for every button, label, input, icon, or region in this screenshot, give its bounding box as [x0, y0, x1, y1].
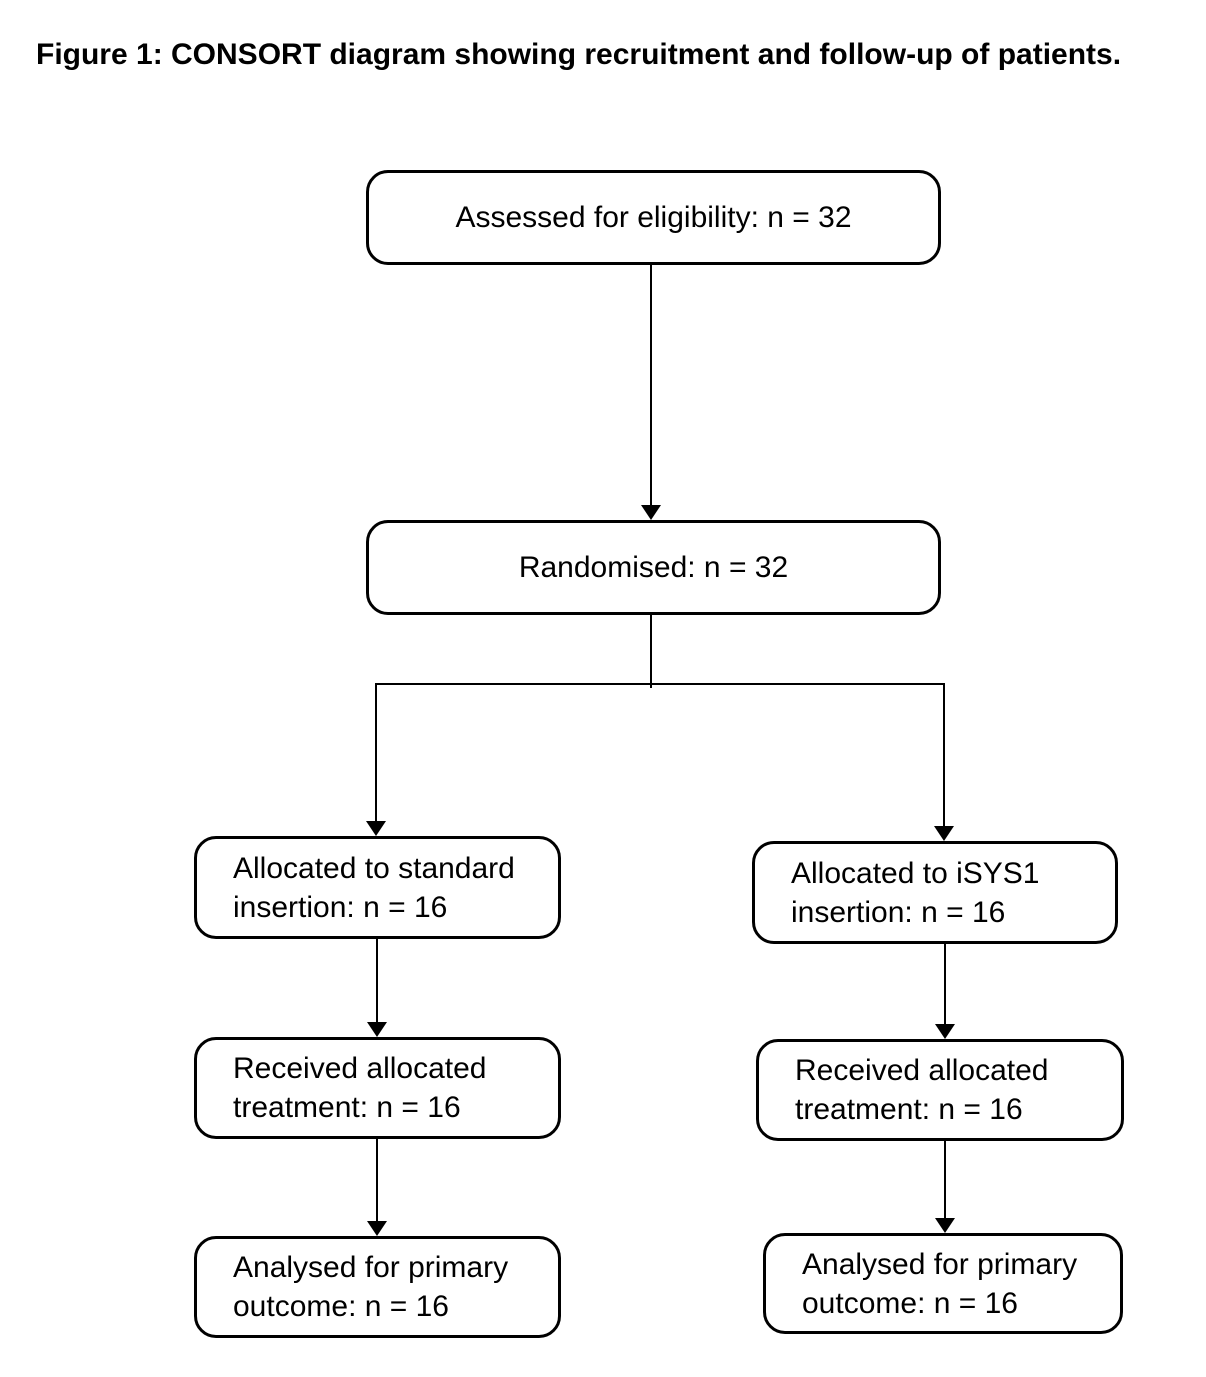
box-analysed-isys1-line2: outcome: n = 16: [802, 1286, 1018, 1320]
box-analysed-isys1-line1: Analysed for primary: [802, 1247, 1078, 1281]
box-allocated-standard: Allocated to standard insertion: n = 16: [194, 836, 561, 939]
box-received-isys1-line1: Received allocated: [795, 1054, 1049, 1087]
arrowhead-into-received-isys1: [935, 1024, 955, 1039]
figure-title: Figure 1: CONSORT diagram showing recrui…: [36, 38, 1122, 71]
box-assessed-eligibility-label: Assessed for eligibility: n = 32: [455, 200, 852, 234]
box-allocated-standard-line1: Allocated to standard: [233, 851, 515, 885]
box-allocated-isys1: Allocated to iSYS1 insertion: n = 16: [752, 841, 1118, 944]
arrowhead-into-randomised: [641, 505, 661, 520]
connector-received-to-analysed-standard: [376, 1139, 378, 1222]
connector-branch-to-allocated-isys1: [943, 683, 945, 827]
arrowhead-into-analysed-standard: [367, 1221, 387, 1236]
arrowhead-into-received-standard: [367, 1022, 387, 1037]
box-analysed-standard-line1: Analysed for primary: [233, 1251, 509, 1284]
box-analysed-standard-line2: outcome: n = 16: [233, 1290, 449, 1323]
box-allocated-isys1-line1: Allocated to iSYS1: [791, 856, 1040, 890]
arrowhead-into-analysed-isys1: [935, 1218, 955, 1233]
arrowhead-into-allocated-isys1: [934, 826, 954, 841]
box-allocated-standard-line2: insertion: n = 16: [233, 890, 448, 924]
box-allocated-isys1-line2: insertion: n = 16: [791, 895, 1006, 929]
connector-allocated-to-received-standard: [376, 939, 378, 1023]
box-received-isys1: Received allocated treatment: n = 16: [756, 1039, 1124, 1141]
box-analysed-standard: Analysed for primary outcome: n = 16: [194, 1236, 561, 1338]
connector-allocated-to-received-isys1: [944, 944, 946, 1025]
box-assessed-eligibility: Assessed for eligibility: n = 32: [366, 170, 941, 265]
connector-received-to-analysed-isys1: [944, 1141, 946, 1219]
connector-branch-horizontal: [375, 683, 945, 685]
box-received-isys1-line2: treatment: n = 16: [795, 1093, 1023, 1126]
connector-randomised-stem: [650, 615, 652, 688]
connector-branch-to-allocated-standard: [375, 683, 377, 822]
box-received-standard-line2: treatment: n = 16: [233, 1091, 461, 1124]
arrowhead-into-allocated-standard: [366, 821, 386, 836]
box-analysed-isys1: Analysed for primary outcome: n = 16: [763, 1233, 1123, 1334]
box-randomised: Randomised: n = 32: [366, 520, 941, 615]
box-received-standard: Received allocated treatment: n = 16: [194, 1037, 561, 1139]
box-received-standard-line1: Received allocated: [233, 1052, 487, 1085]
box-randomised-label: Randomised: n = 32: [518, 550, 789, 584]
connector-assessed-to-randomised: [650, 265, 652, 507]
